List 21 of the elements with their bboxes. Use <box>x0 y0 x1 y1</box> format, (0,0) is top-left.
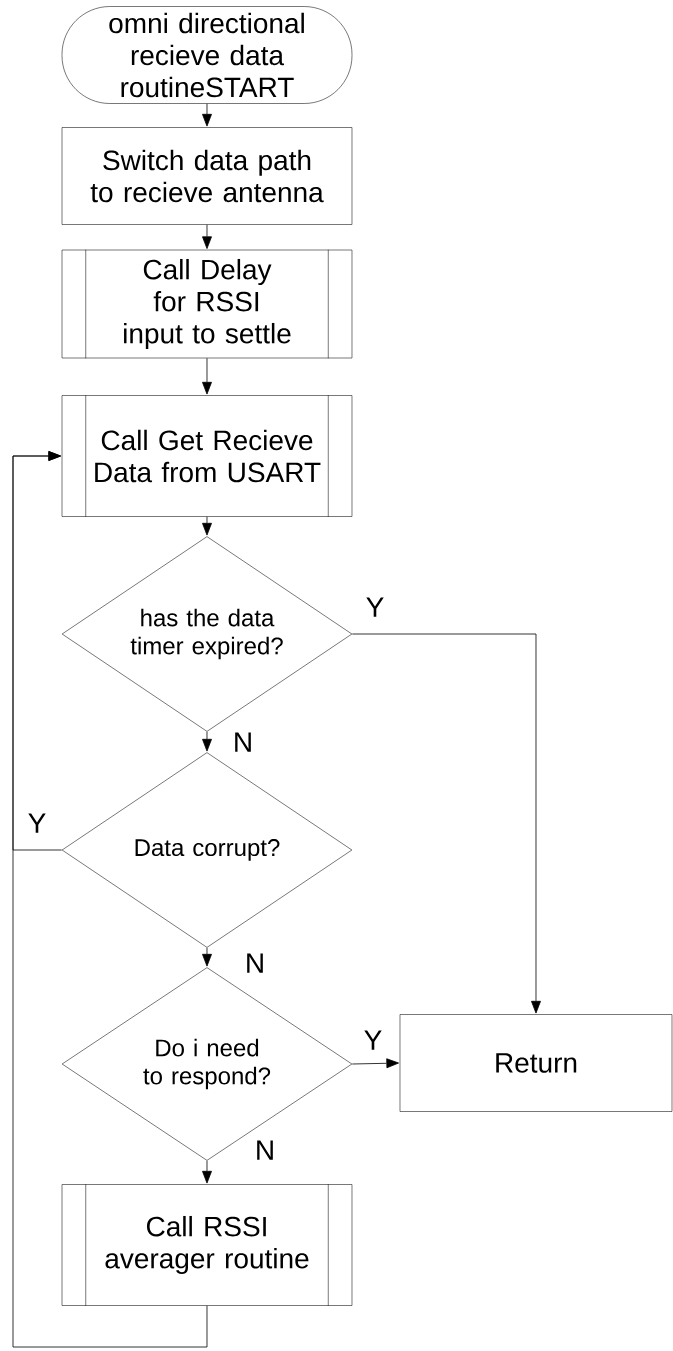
arrow <box>202 357 212 395</box>
process-box: Switch data path to recieve antenna <box>61 127 353 225</box>
process-box: Return <box>399 1014 673 1112</box>
edge-label: Y <box>28 813 46 833</box>
arrow <box>351 633 541 1014</box>
arrow <box>202 947 212 967</box>
edge-label: Y <box>366 597 384 617</box>
arrow <box>202 224 212 249</box>
start-terminal: omni directional recieve data routineSTART <box>61 6 353 104</box>
arrow <box>202 731 212 752</box>
edge-label: Y <box>364 1030 382 1050</box>
arrow <box>202 516 212 536</box>
edge-label: N <box>235 732 251 752</box>
subroutine-box: Call Delay for RSSI input to settle <box>61 249 353 359</box>
subroutine-box: Call RSSI averager routine <box>61 1183 353 1307</box>
arrow <box>351 1058 399 1069</box>
arrow <box>202 1160 212 1184</box>
subroutine-box: Call Get Recieve Data from USART <box>61 394 353 518</box>
arrow <box>202 103 212 127</box>
arrow <box>12 451 208 1348</box>
edge-label: N <box>257 1140 273 1160</box>
